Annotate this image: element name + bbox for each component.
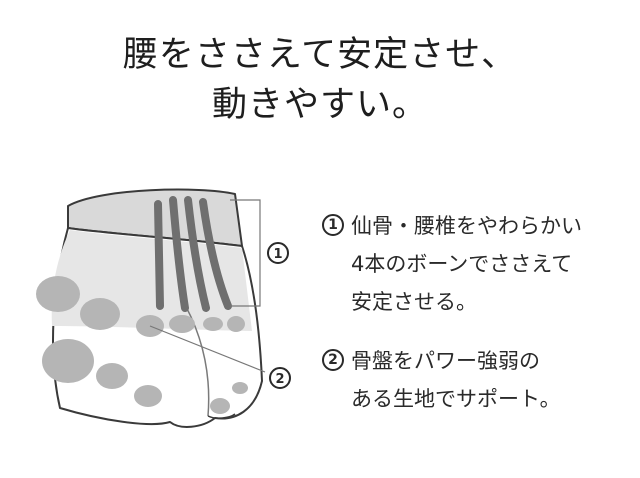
- feature-number-badge: 1: [322, 214, 344, 236]
- callout-2-leader: [149, 325, 266, 373]
- pelvis-support-pattern: [36, 276, 248, 414]
- feature-description: 骨盤をパワー強弱の ある生地でサポート。: [351, 342, 561, 418]
- feature-line: 4本のボーンでささえて: [351, 252, 573, 276]
- feature-item-bones: 1 仙骨・腰椎をやわらかい 4本のボーンでささえて 安定させる。: [322, 207, 632, 321]
- callout-2-badge: [269, 367, 291, 389]
- feature-line: 仙骨・腰椎をやわらかい: [351, 214, 582, 238]
- headline: 腰をささえて安定させ、 動きやすい。: [0, 30, 640, 130]
- pattern-dot: [42, 339, 94, 383]
- callout-1-badge: [267, 242, 289, 264]
- lumbar-bones: [154, 196, 232, 312]
- callout-1-bracket: [230, 199, 261, 307]
- pattern-dot: [227, 316, 245, 332]
- pattern-dot: [210, 398, 230, 414]
- bone-1: [154, 200, 164, 310]
- headline-line-2: 動きやすい。: [211, 85, 428, 125]
- feature-number-badge: 2: [322, 349, 344, 371]
- callout-2-label: 2: [275, 372, 284, 387]
- feature-item-pelvis: 2 骨盤をパワー強弱の ある生地でサポート。: [322, 342, 632, 418]
- shorts-back-illustration: 1 2: [36, 188, 291, 428]
- bone-2: [169, 196, 189, 312]
- feature-list: 1 仙骨・腰椎をやわらかい 4本のボーンでささえて 安定させる。 2 骨盤をパワ…: [322, 207, 632, 418]
- bone-4: [199, 198, 232, 310]
- pattern-dot: [169, 315, 195, 333]
- feature-line: 骨盤をパワー強弱の: [351, 349, 540, 373]
- feature-line: 安定させる。: [351, 290, 477, 314]
- pattern-dot: [96, 363, 128, 389]
- right-hem: [207, 413, 236, 419]
- pattern-dot: [203, 317, 223, 331]
- feature-description: 仙骨・腰椎をやわらかい 4本のボーンでささえて 安定させる。: [351, 207, 582, 321]
- pattern-dot: [80, 298, 120, 330]
- feature-line: ある生地でサポート。: [351, 387, 561, 411]
- headline-line-1: 腰をささえて安定させ、: [122, 35, 518, 75]
- pattern-dot: [134, 385, 162, 407]
- bone-3: [184, 196, 210, 312]
- callout-1-label: 1: [273, 247, 282, 262]
- pattern-dot: [36, 276, 80, 312]
- pattern-dot: [232, 382, 248, 394]
